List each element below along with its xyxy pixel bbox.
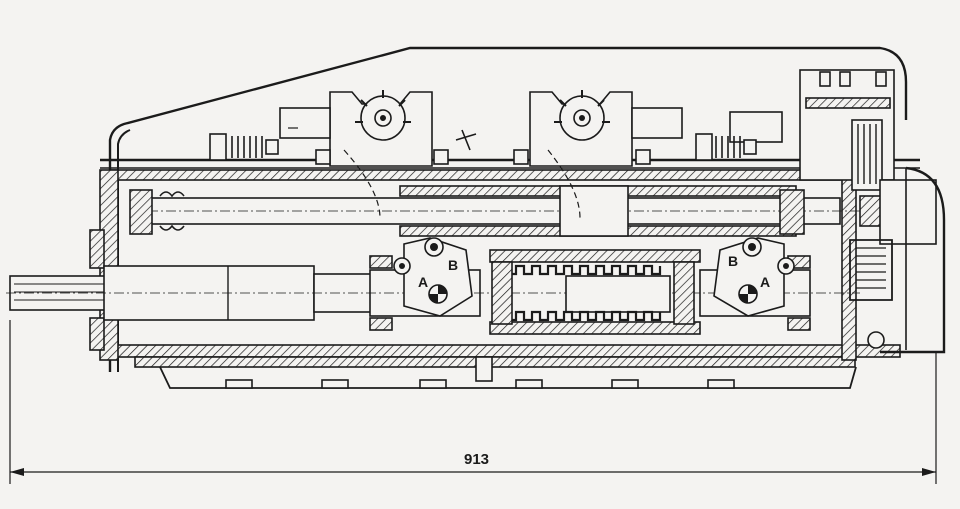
cover-springs	[209, 129, 757, 165]
drive-housing	[799, 69, 946, 354]
label-left-a: A	[418, 274, 428, 290]
spring-pack	[489, 249, 701, 335]
overall-length-dimension: 913	[464, 451, 489, 468]
right-gear-assembly	[529, 90, 783, 219]
label-right-a: A	[760, 274, 770, 290]
upper-shaft	[129, 185, 930, 237]
dimension-line	[9, 320, 937, 484]
housing-cover	[100, 46, 920, 372]
label-left-b: B	[448, 257, 458, 273]
label-right-b: B	[728, 253, 738, 269]
housing-walls	[89, 169, 901, 368]
left-gear-assembly	[279, 90, 433, 219]
right-latch	[713, 237, 795, 317]
left-latch	[393, 237, 473, 317]
base-feet	[159, 356, 857, 389]
